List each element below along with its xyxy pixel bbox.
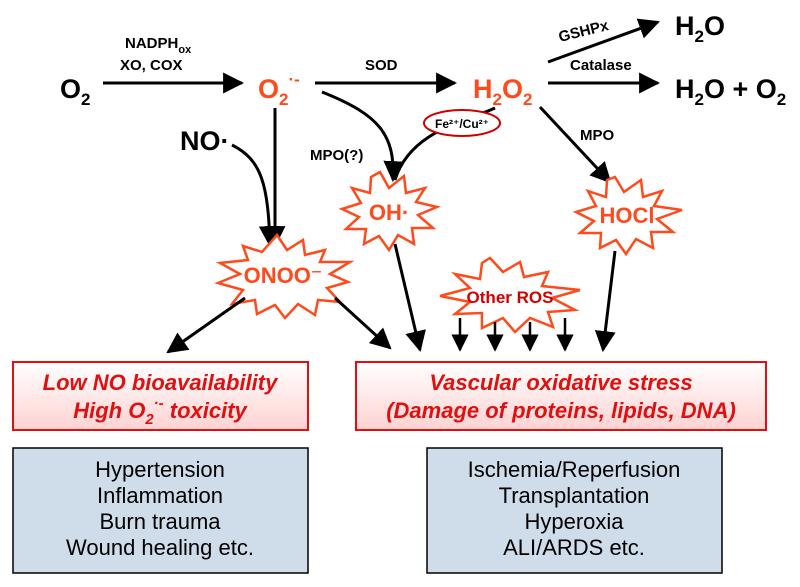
arrow-h2o2-to-water-top — [547, 18, 660, 64]
right-condition-0: Ischemia/Reperfusion — [468, 457, 681, 482]
sod-label: SOD — [365, 57, 398, 74]
hocl-burst-label: HOCl — [600, 203, 655, 228]
left-condition-0: Hypertension — [95, 457, 225, 482]
mpo-q-label: MPO(?) — [310, 147, 363, 164]
oxidative-stress-line2: (Damage of proteins, lipids, DNA) — [386, 398, 736, 423]
arrow-oh-to-right-box — [393, 243, 426, 353]
arrow-hocl-to-right-box — [594, 250, 617, 353]
catalase-label: Catalase — [570, 57, 632, 74]
left-condition-3: Wound healing etc. — [66, 535, 254, 560]
superoxide-label: O2·- — [258, 70, 300, 109]
oxidative-stress-box — [355, 361, 767, 431]
xo-cox-label: XO, COX — [120, 57, 183, 74]
low-no-line1: Low NO bioavailability — [43, 370, 279, 395]
o2-label: O2 — [60, 74, 90, 109]
right-conditions-box — [426, 447, 723, 574]
oh-burst — [338, 170, 442, 253]
nadph-label: NADPHox — [125, 35, 192, 56]
arrow-superoxide-to-oh — [321, 90, 405, 183]
nitric-oxide-label: NO· — [180, 126, 230, 156]
low-no-box — [12, 361, 309, 431]
arrow-onoo-to-left-box — [166, 296, 246, 354]
right-condition-1: Transplantation — [499, 483, 650, 508]
other-ros-burst — [439, 256, 581, 334]
other-ros-burst-label: Other ROS — [467, 288, 554, 307]
metal-ion-ellipse — [423, 109, 501, 137]
hocl-burst — [572, 175, 683, 257]
arrow-onoo-to-right-box — [333, 296, 392, 350]
left-condition-1: Inflammation — [97, 483, 223, 508]
oxidative-stress-line1: Vascular oxidative stress — [429, 370, 692, 395]
water-o2-label: H2O + O2 — [675, 74, 786, 109]
h2o2-label: H2O2 — [473, 74, 532, 109]
oh-burst-label: OH· — [369, 200, 409, 225]
left-condition-2: Burn trauma — [99, 509, 221, 534]
arrow-h2o2-to-hocl — [538, 105, 612, 184]
arrow-no-to-onoo — [231, 143, 280, 248]
metal-ion-label: Fe²⁺/Cu²⁺ — [435, 117, 489, 131]
water-top-label: H2O — [675, 11, 725, 46]
low-no-line2: High O2·- toxicity — [73, 395, 248, 428]
right-condition-2: Hyperoxia — [524, 509, 624, 534]
left-conditions-box — [12, 447, 309, 574]
onoo-burst — [214, 232, 355, 320]
onoo-burst-label: ONOO⁻ — [244, 263, 323, 288]
mpo-label: MPO — [580, 127, 615, 144]
right-condition-3: ALI/ARDS etc. — [503, 535, 645, 560]
